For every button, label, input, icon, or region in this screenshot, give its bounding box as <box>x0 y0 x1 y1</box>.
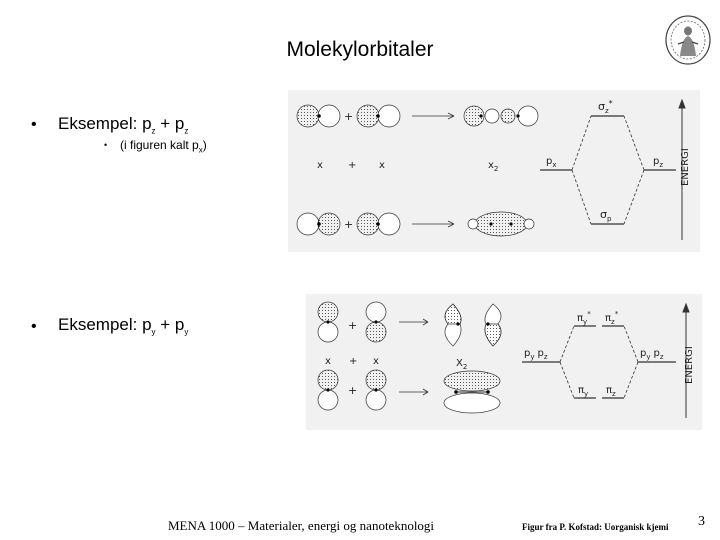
energy-arrow-icon <box>678 98 686 240</box>
bullet-pz-pz: Eksempel: pz + pz <box>58 114 188 135</box>
p-orbital-pair-bottom <box>296 212 401 236</box>
bullet-sub: y <box>184 327 189 337</box>
py-orbital-pair-top <box>317 301 387 343</box>
pi-star-molecule <box>444 303 502 347</box>
plus-sign-bottom: + <box>344 218 353 231</box>
footer-course: MENA 1000 – Materialer, energi og nanote… <box>168 518 435 533</box>
energy-label: ENERGI <box>680 148 691 186</box>
pi-z-label: πz <box>606 385 616 398</box>
pi-molecule <box>443 370 501 414</box>
plus-sign-bottom: + <box>348 384 357 397</box>
p-orbital-pair-top <box>296 104 401 128</box>
plus-label: + <box>349 356 357 367</box>
plus-sign: + <box>348 319 357 332</box>
x-label-2: x <box>379 160 385 171</box>
bullet-py-py: Eksempel: py + py <box>58 315 188 336</box>
plus-sign: + <box>344 110 353 123</box>
sigma-orbital-figure: + x + x x2 + σz* σp px pz ENERGI <box>288 90 700 252</box>
pi-y-label: πy <box>578 385 588 398</box>
bullet-text: + p <box>155 315 185 334</box>
page-number: 3 <box>698 514 705 529</box>
x-label-1: x <box>325 356 331 367</box>
correlation-lines <box>571 115 645 225</box>
arrow-top <box>412 112 455 120</box>
plus-label: + <box>348 160 356 171</box>
px-label: px <box>546 156 557 169</box>
correlation-lines <box>559 325 639 399</box>
bullet-marker-2: • <box>31 318 37 335</box>
bullet-sub: z <box>184 126 189 136</box>
sub-bullet-note: (i figuren kalt px) <box>120 138 207 154</box>
note-text: (i figuren kalt p <box>120 138 199 152</box>
sigma-star-label: σz* <box>598 99 613 115</box>
note-text: ) <box>202 138 207 152</box>
bullet-text: + p <box>155 114 185 133</box>
pi-y-star-label: πy* <box>577 310 591 326</box>
py-orbital-pair-bottom <box>317 369 387 411</box>
x-label-1: x <box>317 160 323 171</box>
bullet-text: Eksempel: p <box>58 114 152 133</box>
x2-label: x2 <box>488 160 498 173</box>
page-title: Molekylorbitaler <box>286 38 434 61</box>
pi-z-star-label: πz* <box>605 310 619 326</box>
sigma-molecule <box>467 211 535 237</box>
sigma-star-molecule <box>463 105 539 127</box>
sigma-label: σp <box>600 208 612 223</box>
arrow-bottom <box>399 388 429 396</box>
footer-credit: Figur fra P. Kofstad: Uorganisk kjemi <box>522 522 669 532</box>
bullet-text: Eksempel: p <box>58 315 152 334</box>
energy-arrow-icon <box>682 302 690 418</box>
arrow-bottom <box>412 220 455 228</box>
energy-label: ENERGI <box>684 346 695 384</box>
arrow-top <box>399 318 429 326</box>
bullet-marker-1: • <box>31 116 37 133</box>
university-seal-icon <box>665 15 711 65</box>
bullet-sub: y <box>151 327 156 337</box>
x2-label: X2 <box>456 358 467 371</box>
pz-label: pz <box>653 156 663 169</box>
sub-bullet-marker: • <box>104 140 108 150</box>
x-label-2: x <box>373 356 379 367</box>
bullet-sub: z <box>151 126 156 136</box>
note-sub: x <box>198 145 203 155</box>
